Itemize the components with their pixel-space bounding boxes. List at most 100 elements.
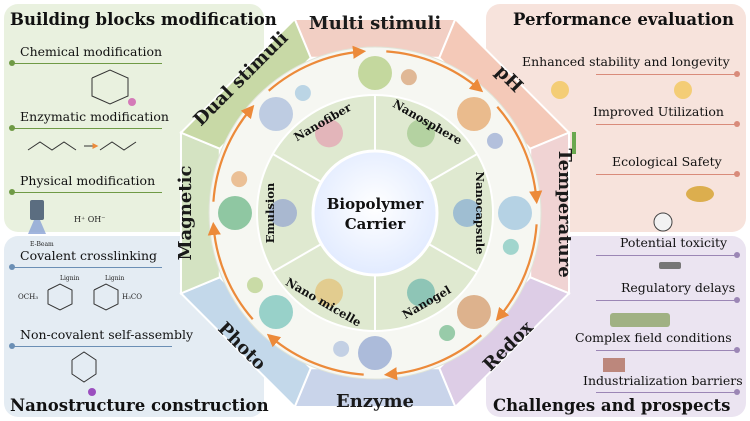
ring-divider — [272, 153, 322, 183]
label-ecological-safety: Ecological Safety — [612, 154, 722, 169]
core-circle — [311, 149, 439, 277]
cycle-arrow — [383, 334, 483, 381]
sun-icon — [551, 81, 569, 99]
illustration-icon — [294, 84, 311, 101]
cycle-arrow — [212, 104, 255, 202]
label-improved-utilization: Improved Utilization — [593, 104, 724, 119]
divider — [596, 174, 736, 175]
divider — [596, 74, 736, 75]
acid-sketch — [99, 141, 137, 151]
illustration-icon — [498, 196, 532, 230]
illustration-icon — [439, 325, 456, 342]
label-complex-field-conditions: Complex field conditions — [575, 330, 732, 345]
panel-title-nanostructure: Nanostructure construction — [10, 396, 269, 415]
illustration-icon — [246, 277, 263, 294]
divider — [596, 124, 736, 125]
camera-icon — [659, 262, 681, 269]
segment-label-enzyme: Enzyme — [336, 391, 414, 412]
illustration-icon — [502, 238, 519, 255]
divider — [12, 63, 162, 64]
divider-dot — [734, 252, 740, 258]
electron-beam — [28, 220, 46, 234]
ring-divider — [428, 153, 478, 183]
panel-title-challenges: Challenges and prospects — [493, 396, 731, 415]
nanostructure-icon — [315, 119, 343, 148]
nanostructure-icon — [269, 199, 297, 227]
cycle-arrow — [496, 105, 543, 205]
illustration-icon — [231, 171, 248, 188]
nanostructure-icon — [315, 278, 343, 307]
glucose-ring-sketch — [91, 69, 129, 105]
lignin-ring-sketch — [93, 283, 119, 311]
lignin-ring-sketch — [47, 283, 73, 311]
label-enzymatic-modification: Enzymatic modification — [20, 109, 169, 124]
label-industrialization-barriers: Industrialization barriers — [583, 373, 743, 388]
illustration-icon — [358, 56, 392, 90]
illustration-icon — [487, 132, 504, 149]
divider — [12, 128, 162, 129]
illustration-icon — [358, 336, 392, 370]
lignin-label: Lignin — [105, 275, 125, 282]
label-regulatory-delays: Regulatory delays — [621, 280, 736, 295]
amide-sketch — [27, 141, 77, 151]
divider — [596, 255, 736, 256]
panel-title-building-blocks: Building blocks modification — [10, 10, 277, 29]
segment-label-multi-stimuli: Multi stimuli — [309, 13, 442, 34]
illustration-icon — [456, 97, 491, 132]
divider-dot — [9, 60, 15, 66]
illustration-icon — [456, 294, 491, 329]
label-physical-modification: Physical modification — [20, 173, 156, 188]
core-label-line1: Biopolymer — [327, 195, 425, 213]
skull-icon — [653, 212, 673, 232]
illustration-icon — [400, 69, 417, 86]
cycle-arrow — [386, 50, 484, 93]
divider — [596, 392, 736, 393]
substituent-marker — [128, 98, 136, 106]
plant-icon — [572, 132, 576, 154]
cycle-arrow — [267, 45, 367, 92]
label-non-covalent-self-assembly: Non-covalent self-assembly — [20, 327, 194, 342]
nanostructure-icon — [407, 119, 435, 148]
nanostructure-icon — [407, 278, 435, 307]
divider — [12, 192, 162, 193]
cycle-arrow — [266, 333, 364, 376]
ring-label-nanocapsule: Nanocapsule — [473, 171, 487, 254]
illustration-icon — [218, 196, 252, 230]
divider-dot — [734, 297, 740, 303]
divider-dot — [734, 71, 740, 77]
illustration-icon — [333, 340, 350, 357]
factory-icon — [603, 358, 625, 372]
ring-divider — [428, 243, 478, 273]
methoxy-label: OCH₃ — [18, 293, 38, 301]
label-enhanced-stability: Enhanced stability and longevity — [522, 54, 730, 69]
segment-label-temperature: Temperature — [554, 148, 575, 277]
divider — [596, 300, 736, 301]
bee-icon — [686, 186, 714, 202]
divider-dot — [9, 343, 15, 349]
chitosan-ring-sketch — [71, 351, 97, 383]
methoxy-label: H₃CO — [122, 293, 142, 301]
label-potential-toxicity: Potential toxicity — [620, 235, 728, 250]
divider-dot — [734, 121, 740, 127]
beam-label: E-Beam — [30, 241, 54, 248]
divider-dot — [9, 125, 15, 131]
cycle-arrow — [495, 224, 538, 322]
divider — [596, 350, 736, 351]
electron-beam-source — [30, 200, 44, 220]
field-icon — [610, 313, 670, 327]
label-covalent-crosslinking: Covalent crosslinking — [20, 248, 158, 263]
illustration-icon — [259, 294, 294, 329]
divider-dot — [734, 171, 740, 177]
divider-dot — [734, 347, 740, 353]
ring-divider — [272, 243, 322, 273]
divider-dot — [9, 264, 15, 270]
illustration-icon — [259, 97, 294, 132]
divider-dot — [734, 389, 740, 395]
cycle-arrow — [207, 221, 254, 321]
divider-dot — [9, 189, 15, 195]
core-label-line2: Carrier — [345, 215, 407, 233]
segment-label-magnetic: Magnetic — [175, 166, 196, 261]
sun-icon — [674, 81, 692, 99]
nanostructure-icon — [453, 199, 481, 227]
